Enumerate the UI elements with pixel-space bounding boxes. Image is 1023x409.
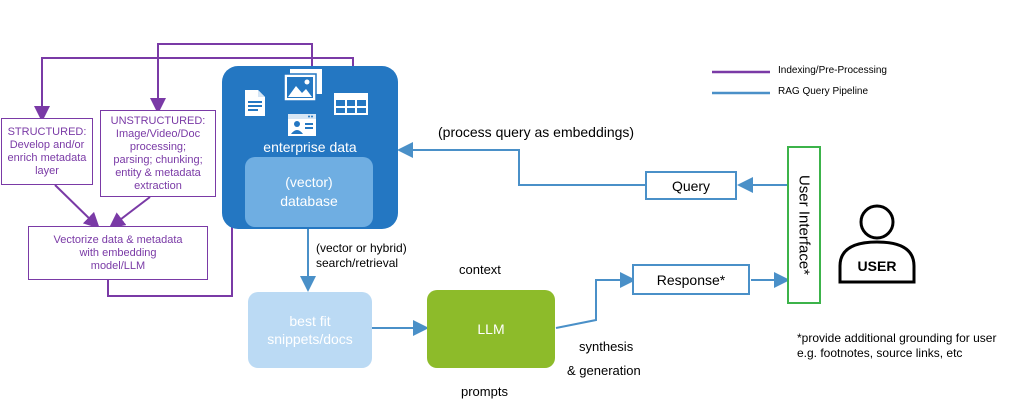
table-icon: [334, 93, 368, 115]
user-icon: [838, 204, 916, 284]
structured-line: enrich metadata: [7, 151, 87, 164]
synthesis-line: synthesis: [579, 339, 634, 354]
structured-line: Develop and/or: [9, 138, 85, 151]
vectorize-line: model/LLM: [90, 259, 146, 272]
footnote-line: e.g. footnotes, source links, etc: [797, 346, 963, 360]
vectorize-line: with embedding: [79, 246, 157, 259]
line-top-outer: [150, 43, 313, 114]
synthesis-line: & generation: [567, 363, 641, 378]
llm-box: LLM: [427, 290, 555, 368]
legend-indexing-label: Indexing/Pre-Processing: [778, 65, 887, 76]
vectorize-line: Vectorize data & metadata: [53, 233, 183, 246]
footnote-line: *provide additional grounding for user: [797, 331, 997, 345]
vectorize-box: Vectorize data & metadata with embedding…: [28, 226, 208, 280]
snippets-line: snippets/docs: [267, 331, 353, 347]
response-box: Response*: [632, 264, 750, 295]
database-line: (vector): [285, 174, 333, 190]
unstructured-line: UNSTRUCTURED:: [110, 114, 206, 127]
unstructured-line: extraction: [134, 179, 182, 192]
query-box: Query: [645, 171, 737, 200]
process-query-label: (process query as embeddings): [438, 124, 635, 140]
line-llm-to-response: [555, 272, 636, 329]
structured-line: STRUCTURED:: [7, 125, 87, 138]
synthesis-label: synthesis & generation: [567, 335, 641, 383]
footnote: *provide additional grounding for user e…: [797, 331, 996, 361]
line-structured-to-vectorize: [54, 184, 100, 229]
unstructured-line: parsing; chunking;: [113, 153, 203, 166]
unstructured-line: entity & metadata: [115, 166, 201, 179]
user-interface-box: User Interface*: [787, 146, 821, 304]
document-icon: [245, 90, 265, 116]
unstructured-line: processing;: [129, 140, 187, 153]
video-icon: [288, 114, 316, 136]
context-label: context: [459, 262, 501, 277]
user-label: USER: [857, 258, 897, 274]
search-retrieval-label: (vector or hybrid) search/retrieval: [316, 241, 407, 271]
legend-rag-label: RAG Query Pipeline: [778, 86, 869, 97]
structured-line: layer: [35, 164, 59, 177]
user-interface-label: User Interface*: [795, 174, 813, 276]
snippets-line: best fit: [289, 313, 331, 329]
line-unstructured-to-vectorize: [108, 196, 151, 229]
image-icon: [283, 69, 322, 102]
vector-database: (vector) database: [245, 157, 373, 227]
database-line: database: [280, 193, 338, 209]
line-query-to-enterprise: [397, 142, 645, 186]
enterprise-data-label: enterprise data: [263, 139, 357, 155]
search-line: search/retrieval: [316, 256, 399, 270]
structured-box: STRUCTURED: Develop and/or enrich metada…: [1, 118, 93, 185]
unstructured-box: UNSTRUCTURED: Image/Video/Doc processing…: [100, 110, 216, 197]
search-line: (vector or hybrid): [316, 241, 407, 255]
snippets-box: best fit snippets/docs: [248, 292, 372, 368]
prompts-label: prompts: [461, 384, 508, 399]
unstructured-line: Image/Video/Doc: [115, 127, 201, 140]
